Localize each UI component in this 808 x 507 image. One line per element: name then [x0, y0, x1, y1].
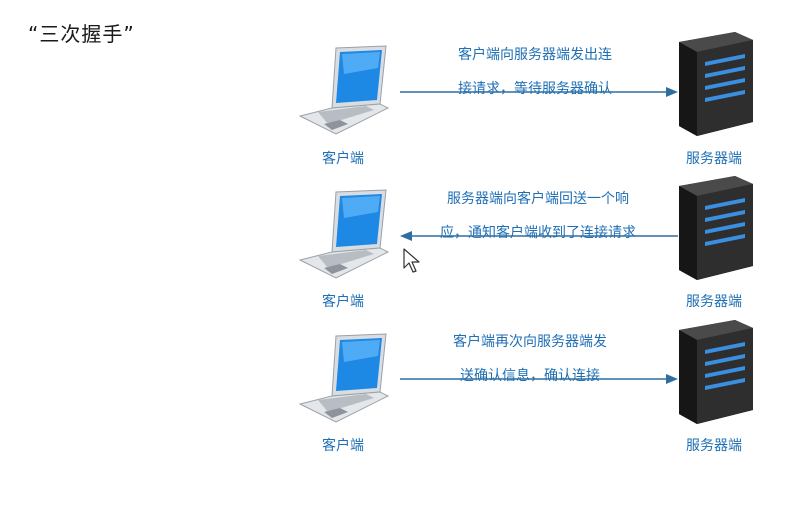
laptop-icon — [298, 189, 390, 279]
message-line: 客户端再次向服务器端发 — [453, 334, 607, 350]
arrow-right — [400, 87, 678, 97]
server-tower-icon — [679, 176, 753, 280]
client-label: 客户端 — [322, 151, 364, 167]
client-label: 客户端 — [322, 294, 364, 310]
message-text: 客户端向服务器端发出连 接请求，等待服务器确认 — [420, 38, 650, 106]
server-label: 服务器端 — [686, 438, 742, 454]
message-text: 客户端再次向服务器端发 送确认信息，确认连接 — [420, 325, 640, 393]
message-line: 应，通知客户端收到了连接请求 — [440, 225, 636, 241]
message-line: 送确认信息，确认连接 — [460, 368, 600, 384]
server-label: 服务器端 — [686, 151, 742, 167]
message-line: 接请求，等待服务器确认 — [458, 81, 612, 97]
server-tower-icon — [679, 32, 753, 136]
arrow-right — [400, 374, 678, 384]
server-tower-icon — [679, 320, 753, 424]
arrow-left — [400, 231, 678, 241]
message-line: 客户端向服务器端发出连 — [458, 47, 612, 63]
message-line: 服务器端向客户端回送一个响 — [447, 191, 629, 207]
diagram-title: “三次握手” — [28, 22, 135, 46]
laptop-icon — [298, 333, 390, 423]
message-text: 服务器端向客户端回送一个响 应，通知客户端收到了连接请求 — [418, 182, 658, 250]
client-label: 客户端 — [322, 438, 364, 454]
server-label: 服务器端 — [686, 294, 742, 310]
mouse-pointer-icon — [403, 248, 420, 273]
laptop-icon — [298, 45, 390, 135]
